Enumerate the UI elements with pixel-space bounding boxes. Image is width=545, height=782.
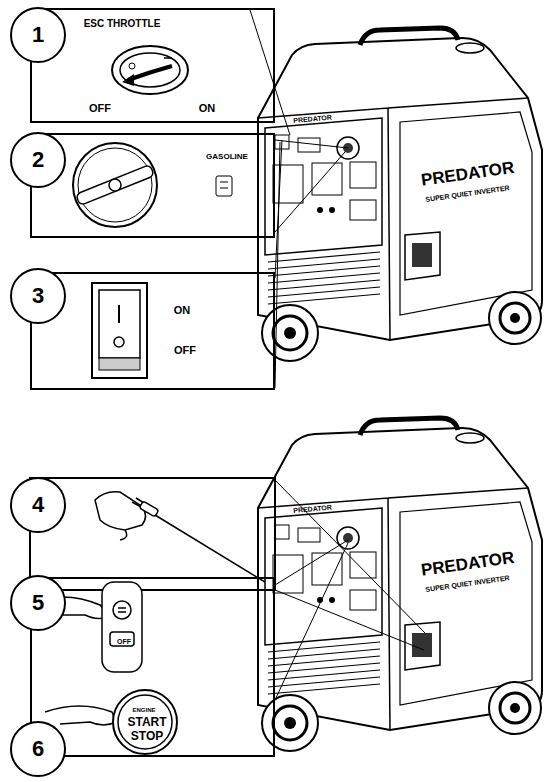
panel-marking: ESC THROTTLE	[84, 19, 161, 29]
callout-number: 4	[32, 494, 44, 516]
inset-box: OFF ENGINE START STOP	[30, 577, 275, 757]
generator-bottom	[258, 418, 542, 751]
inset-box: ESC THROTTLE OFF ON	[30, 8, 275, 123]
callout-number: 5	[32, 592, 44, 614]
panel-marking: ON	[199, 103, 216, 114]
generator-top	[258, 28, 542, 361]
panel-marking: STOP	[131, 730, 163, 742]
throttle-switch	[112, 46, 188, 94]
pull-starter	[95, 492, 265, 582]
callout-circle: 2	[10, 132, 66, 188]
panel-marking: ENGINE	[132, 707, 155, 713]
panel-marking: OFF	[174, 345, 196, 356]
panel-marking: GASOLINE	[206, 153, 248, 161]
callout-number: 6	[32, 738, 44, 760]
panel-marking: OFF	[89, 103, 111, 114]
callout-number: 3	[32, 285, 44, 307]
callout-circle: 1	[10, 7, 66, 63]
callout-circle: 5	[10, 575, 66, 631]
inset-box	[30, 478, 275, 590]
panel-marking: OFF	[117, 638, 131, 645]
callout-number: 1	[32, 24, 44, 46]
callout-number: 2	[32, 149, 44, 171]
callout-circle: 3	[10, 268, 66, 324]
callout-circle: 4	[10, 477, 66, 533]
inset-box: GASOLINE	[30, 133, 275, 238]
inset-box: ON OFF	[30, 272, 275, 390]
callout-circle: 6	[10, 721, 66, 777]
leader-lines	[250, 10, 425, 700]
panel-marking: START	[127, 716, 166, 728]
rocker-switch	[92, 283, 147, 378]
panel-marking: ON	[174, 305, 191, 316]
